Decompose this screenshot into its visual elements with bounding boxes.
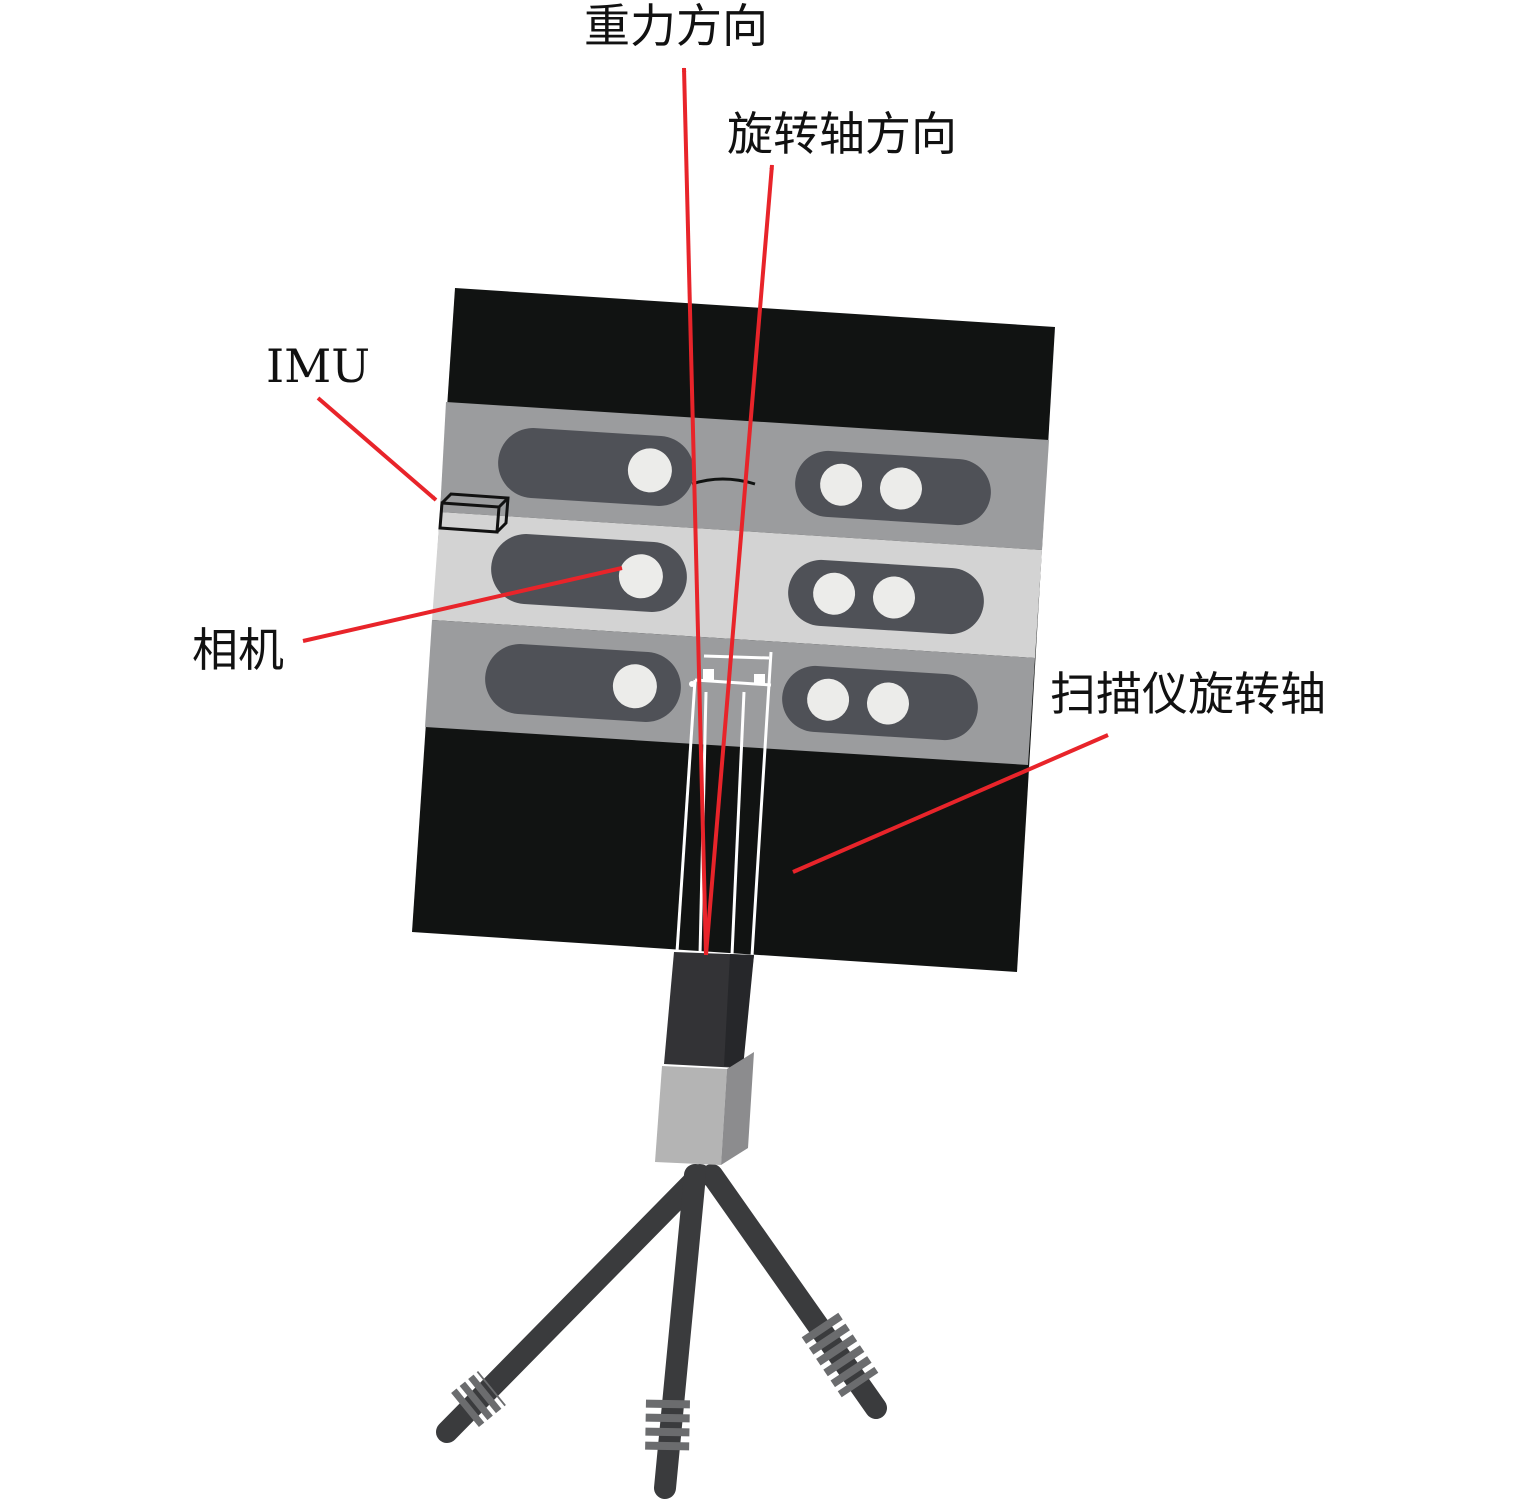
camera-lens bbox=[872, 576, 915, 619]
mount-block-side bbox=[721, 1052, 754, 1165]
camera-module-left-top bbox=[498, 428, 694, 506]
imu-box bbox=[438, 492, 510, 534]
annotation-arrows bbox=[302, 67, 1109, 956]
rotation-axis-direction-arrow bbox=[704, 164, 774, 956]
camera-lens bbox=[618, 554, 663, 599]
label-scanner-rotation-axis: 扫描仪旋转轴 bbox=[1050, 667, 1326, 721]
camera-lens bbox=[612, 664, 657, 709]
tripod-leg-left bbox=[436, 1164, 711, 1443]
camera-module-right-top bbox=[795, 450, 991, 526]
camera-lens bbox=[813, 572, 856, 615]
tripod bbox=[436, 1164, 887, 1499]
camera-module-left-middle bbox=[491, 534, 687, 612]
column-side bbox=[724, 954, 754, 1068]
imu-pointer-arrow bbox=[316, 396, 438, 502]
label-imu: IMU bbox=[266, 339, 370, 393]
tripod-leg-center-collar bbox=[645, 1399, 690, 1456]
tripod-leg-center bbox=[654, 1164, 706, 1499]
camera-module-right-middle bbox=[788, 559, 984, 635]
scanner-axis-pointer-arrow bbox=[792, 733, 1109, 874]
label-camera: 相机 bbox=[192, 623, 284, 677]
text-labels: 重力方向 旋转轴方向 IMU 相机 扫描仪旋转轴 bbox=[192, 0, 1326, 721]
camera-lens bbox=[820, 463, 863, 506]
angle-arc bbox=[691, 477, 756, 486]
camera-lens bbox=[807, 678, 850, 721]
mount-block-front bbox=[655, 1066, 727, 1165]
camera-lens bbox=[879, 467, 922, 510]
gravity-direction-arrow bbox=[681, 67, 708, 956]
tripod-leg-left-collar bbox=[451, 1370, 506, 1428]
label-gravity-direction: 重力方向 bbox=[584, 0, 768, 53]
camera-module-right-bottom bbox=[782, 665, 978, 741]
camera-lens bbox=[866, 682, 909, 725]
camera-pointer-arrow bbox=[302, 566, 623, 643]
label-rotation-axis-direction: 旋转轴方向 bbox=[727, 107, 957, 161]
mount-column bbox=[655, 952, 754, 1165]
camera-lens bbox=[627, 448, 672, 493]
camera-module-left-bottom bbox=[485, 644, 681, 722]
